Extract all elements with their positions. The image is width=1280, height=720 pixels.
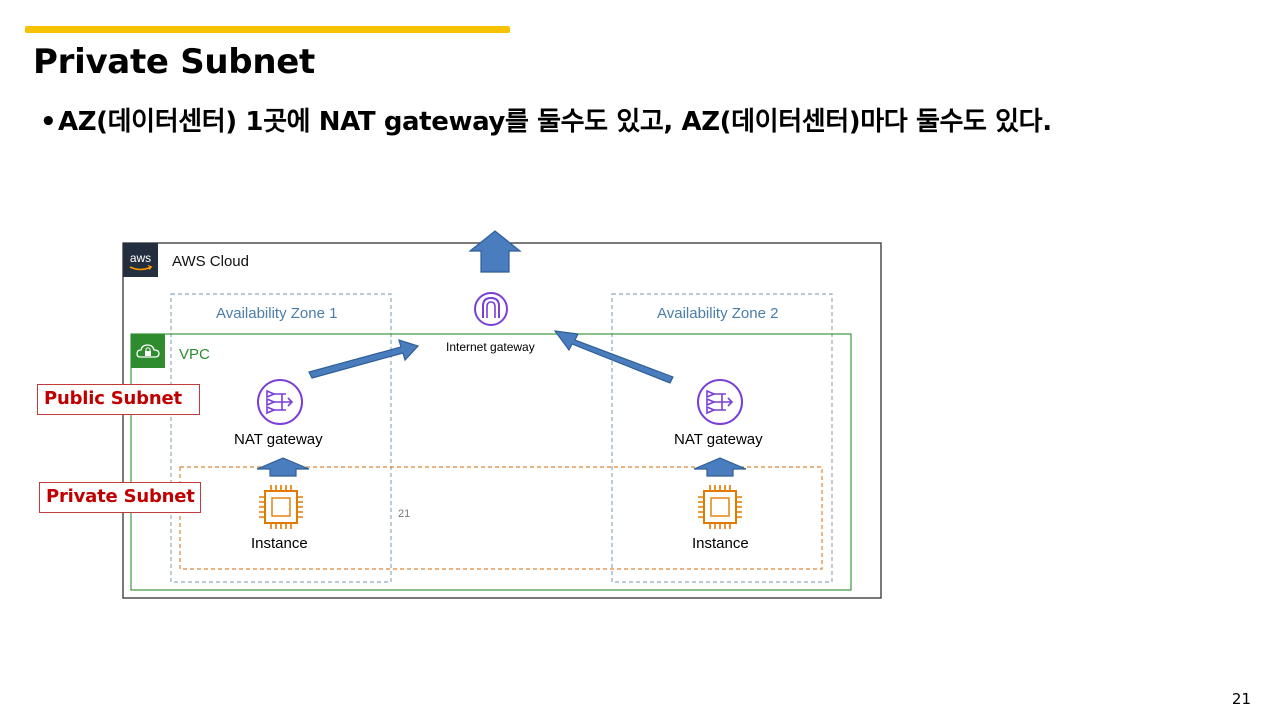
svg-text:aws: aws	[130, 251, 151, 265]
nat2-to-igw-arrow	[553, 330, 674, 384]
public-subnet-tag: Public Subnet	[37, 384, 200, 415]
ec2-instance-icon	[698, 485, 742, 529]
internet-up-arrow	[468, 230, 522, 273]
availability-zone-1-frame	[170, 293, 392, 583]
vpc-label: VPC	[179, 346, 210, 363]
bullet-point: •AZ(데이터센터) 1곳에 NAT gateway를 둘수도 있고, AZ(데…	[40, 101, 1052, 138]
title-accent-bar	[25, 26, 510, 33]
instance-2-label: Instance	[692, 535, 749, 552]
aws-logo-icon: aws	[123, 243, 158, 277]
instance1-to-nat-arrow	[256, 457, 310, 477]
slide-title: Private Subnet	[33, 42, 315, 82]
bullet-text: AZ(데이터센터) 1곳에 NAT gateway를 둘수도 있고, AZ(데이…	[58, 107, 1052, 137]
instance2-to-nat-arrow	[693, 457, 747, 477]
availability-zone-2-frame	[611, 293, 833, 583]
internet-gateway-label: Internet gateway	[446, 340, 535, 354]
nat1-to-igw-arrow	[308, 339, 420, 379]
internet-gateway-icon	[474, 292, 508, 326]
page-number: 21	[1231, 690, 1251, 708]
private-subnet-tag: Private Subnet	[39, 482, 201, 513]
nat-gateway-2-label: NAT gateway	[674, 431, 763, 448]
nat-gateway-1-label: NAT gateway	[234, 431, 323, 448]
vpc-lock-cloud-icon	[131, 334, 165, 368]
ec2-instance-icon	[259, 485, 303, 529]
availability-zone-1-label: Availability Zone 1	[216, 305, 338, 322]
nat-gateway-icon	[257, 379, 303, 425]
aws-cloud-label: AWS Cloud	[172, 253, 249, 270]
inner-page-number: 21	[398, 508, 411, 520]
bullet-dot: •	[40, 107, 57, 137]
nat-gateway-icon	[697, 379, 743, 425]
instance-1-label: Instance	[251, 535, 308, 552]
availability-zone-2-label: Availability Zone 2	[657, 305, 779, 322]
vpc-frame	[130, 333, 852, 591]
private-subnet-frame	[179, 466, 823, 570]
